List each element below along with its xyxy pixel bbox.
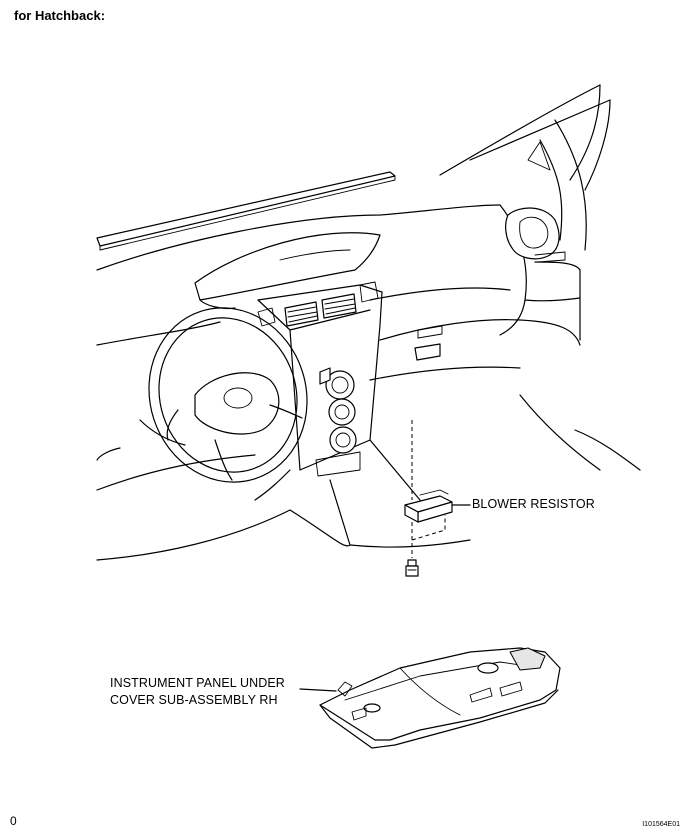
- blower-resistor-part: [404, 489, 471, 523]
- screw-part: [405, 559, 419, 577]
- figure-id: I101564E01: [642, 821, 680, 828]
- steering-wheel: [139, 307, 308, 483]
- section-heading: for Hatchback:: [14, 8, 106, 23]
- blower-resistor-label: BLOWER RESISTOR: [472, 497, 595, 511]
- dashboard-body: [96, 204, 641, 471]
- under-cover-part: [299, 647, 561, 749]
- under-cover-label-line2: COVER SUB-ASSEMBLY RH: [110, 693, 278, 707]
- windshield-frame: [439, 84, 611, 251]
- under-cover-label: INSTRUMENT PANEL UNDER COVER SUB-ASSEMBL…: [110, 675, 285, 709]
- under-cover-label-line1: INSTRUMENT PANEL UNDER: [110, 676, 285, 690]
- install-guides: [411, 420, 446, 558]
- center-stack: [254, 281, 421, 546]
- page-number: 0: [10, 814, 17, 828]
- meter-hood: [194, 232, 381, 310]
- defroster-strip: [96, 171, 396, 251]
- floor-lines: [96, 447, 471, 561]
